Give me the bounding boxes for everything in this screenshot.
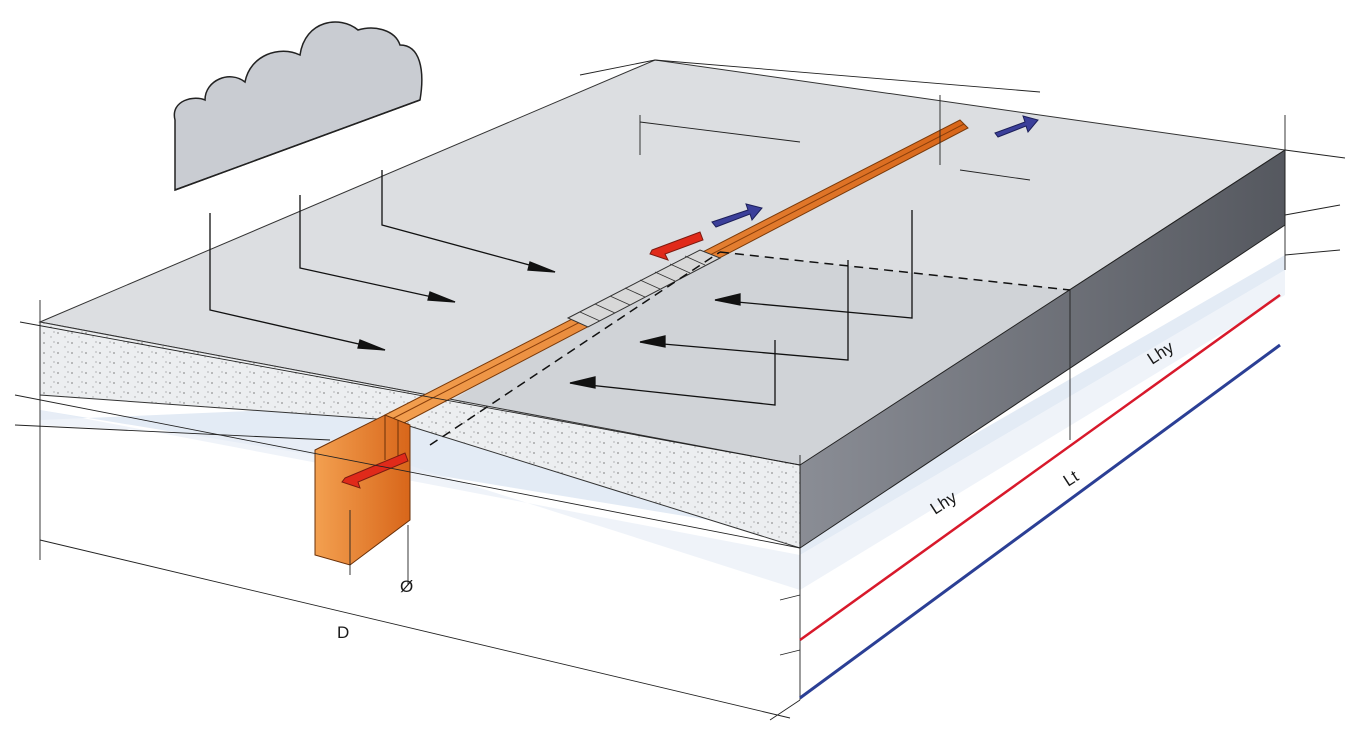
blue-flow-arrow [711, 115, 1039, 228]
label-length-total: Lt [1060, 467, 1082, 491]
base-layer [40, 255, 1285, 590]
surface-flow-arrows-left [209, 170, 556, 351]
surface-flow-arrows-right [569, 210, 913, 406]
label-diameter: Ø [400, 577, 413, 596]
blue-length-line [799, 343, 1281, 700]
drainage-channel [384, 119, 969, 426]
cloud-icon [173, 21, 423, 192]
outflow-arrow [341, 231, 704, 489]
label-depth: D [337, 623, 349, 642]
red-length-line [799, 293, 1281, 642]
outlet-box [314, 414, 411, 566]
dashed-edges [429, 251, 1071, 446]
slab-top-shaded [420, 250, 1070, 465]
dimension-lines [14, 59, 1346, 721]
